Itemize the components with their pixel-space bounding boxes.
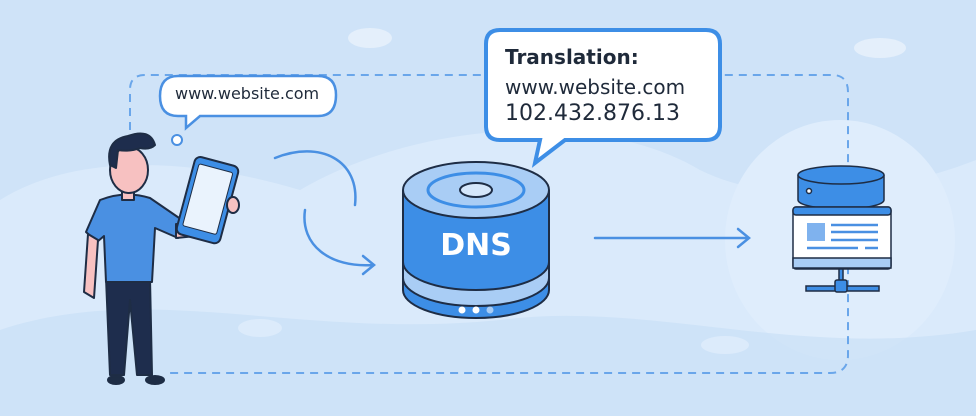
user-speech-bubble xyxy=(158,74,338,146)
user-person-icon xyxy=(83,132,240,385)
user-bubble-text: www.website.com xyxy=(175,84,320,103)
dns-label: DNS xyxy=(440,228,512,263)
web-server-icon xyxy=(792,165,892,293)
dashed-flow-loop xyxy=(129,74,849,374)
dns-speech-bubble xyxy=(484,28,722,168)
translation-ip: 102.432.876.13 xyxy=(505,101,680,126)
forward-arrow-icon xyxy=(593,227,751,249)
translation-domain: www.website.com xyxy=(505,75,686,99)
request-arrow-icon xyxy=(273,150,376,276)
dns-server-icon xyxy=(402,161,550,319)
translation-title: Translation: xyxy=(505,45,639,69)
